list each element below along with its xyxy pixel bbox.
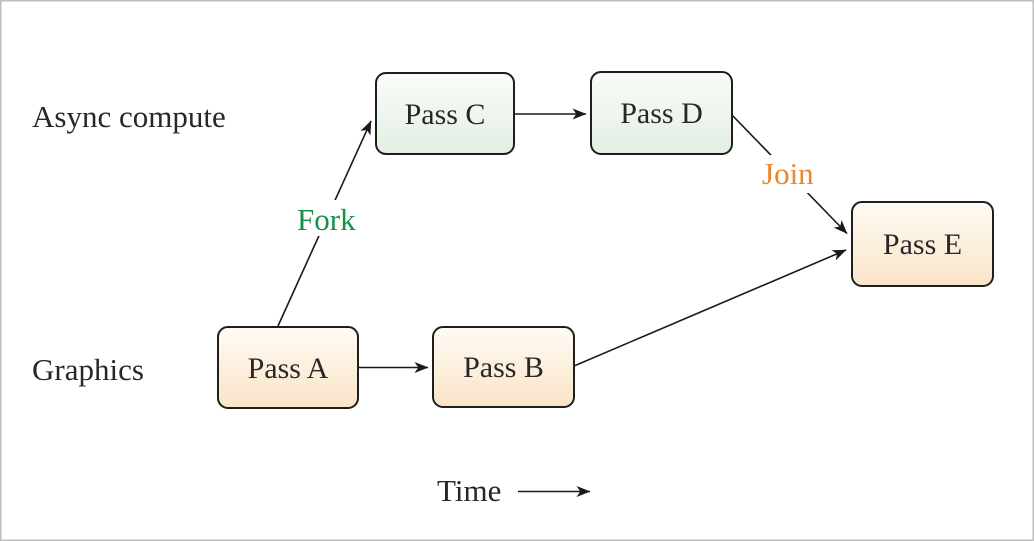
- edge-b-to-e: [573, 249, 847, 367]
- node-pass-d-label: Pass D: [620, 97, 703, 130]
- node-pass-b-label: Pass B: [463, 351, 544, 384]
- fork-label: Fork: [297, 202, 356, 237]
- node-pass-e: Pass E: [851, 201, 994, 287]
- lane-label-async-compute: Async compute: [32, 99, 226, 134]
- join-label-backplate: [755, 155, 827, 193]
- node-pass-b: Pass B: [432, 326, 575, 408]
- node-pass-a: Pass A: [217, 326, 359, 409]
- join-label: Join: [762, 156, 814, 191]
- node-pass-e-label: Pass E: [883, 228, 962, 261]
- node-pass-c-box: [375, 72, 515, 155]
- fork-label-backplate: [290, 200, 364, 236]
- node-pass-e-box: [851, 201, 994, 287]
- node-pass-d: Pass D: [590, 71, 733, 155]
- node-pass-c: Pass C: [375, 72, 515, 155]
- node-pass-b-box: [432, 326, 575, 408]
- time-axis-label: Time: [437, 473, 501, 508]
- node-pass-a-box: [217, 326, 359, 409]
- node-pass-c-label: Pass C: [405, 98, 486, 131]
- lane-label-graphics: Graphics: [32, 352, 144, 387]
- node-pass-a-label: Pass A: [248, 352, 329, 385]
- node-pass-d-box: [590, 71, 733, 155]
